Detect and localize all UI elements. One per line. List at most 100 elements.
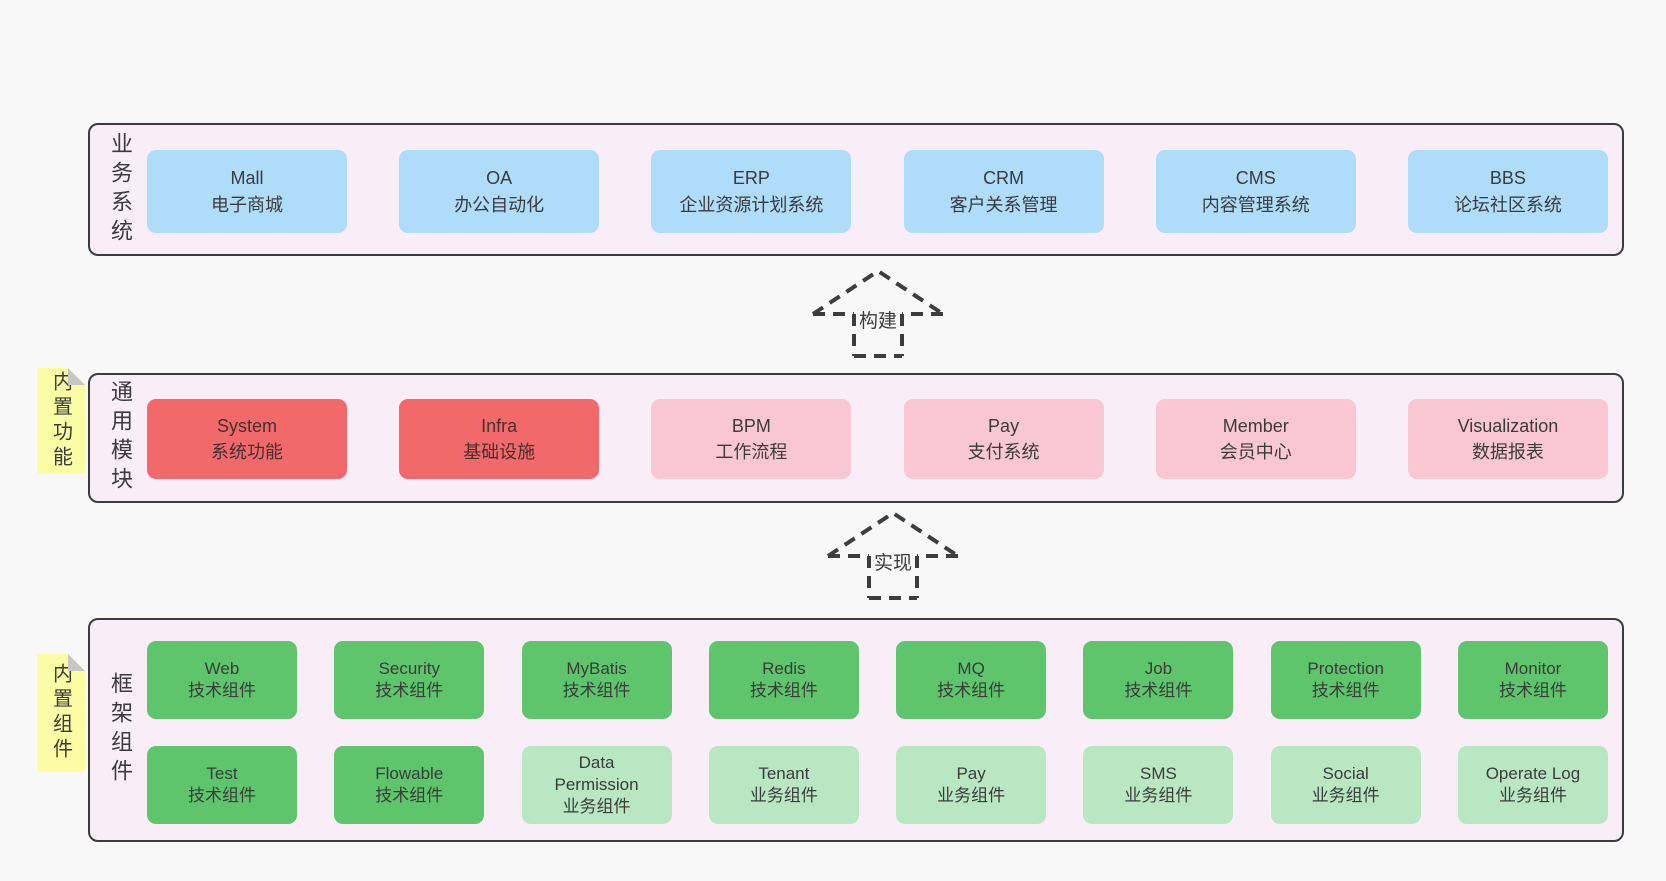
box-title: CMS [1235, 168, 1276, 189]
sticky-note-text: 内置功能 [49, 371, 72, 471]
box-title: Data Permission [554, 753, 639, 795]
box-erp: ERP 企业资源计划系统 [651, 150, 852, 233]
up-arrow-dashed-icon [826, 510, 960, 600]
box-subtitle: 业务组件 [1124, 786, 1193, 805]
box-bpm: BPM 工作流程 [651, 399, 852, 479]
box-title: Social [1322, 764, 1369, 784]
box-security: Security 技术组件 [334, 641, 485, 719]
box-title: Infra [481, 415, 518, 436]
box-subtitle: 技术组件 [188, 786, 256, 805]
box-subtitle: 电子商城 [211, 194, 283, 215]
box-title: Protection [1307, 659, 1384, 679]
band-framework-components: 框架组件 Web 技术组件 Security 技术组件 MyBatis 技术组件… [88, 618, 1624, 842]
box-job: Job 技术组件 [1083, 641, 1234, 719]
box-cms: CMS 内容管理系统 [1155, 150, 1356, 233]
box-subtitle: 系统功能 [211, 442, 283, 462]
box-subtitle: 技术组件 [375, 681, 444, 700]
box-subtitle: 企业资源计划系统 [679, 194, 824, 215]
box-title: MQ [957, 659, 985, 679]
box-subtitle: 内容管理系统 [1201, 194, 1310, 215]
box-system: System 系统功能 [147, 399, 347, 479]
box-subtitle: 技术组件 [562, 681, 631, 700]
box-title: ERP [732, 168, 770, 189]
box-title: Tenant [758, 764, 810, 784]
box-title: Web [204, 659, 240, 679]
box-title: Pay [988, 415, 1020, 436]
box-subtitle: 数据报表 [1471, 442, 1544, 462]
box-subtitle: 论坛社区系统 [1453, 194, 1562, 215]
box-title: Mall [230, 168, 264, 189]
band-common-modules: 通用模块 System 系统功能 Infra 基础设施 BPM 工作流程 Pay… [88, 373, 1624, 503]
box-test: Test 技术组件 [147, 746, 297, 824]
box-data-permission: Data Permission 业务组件 [521, 746, 672, 824]
box-monitor: Monitor 技术组件 [1457, 641, 1608, 719]
box-operate-log: Operate Log 业务组件 [1457, 746, 1608, 824]
box-subtitle: 技术组件 [1498, 681, 1567, 700]
band-label-common-modules: 通用模块 [108, 380, 133, 496]
box-subtitle: 支付系统 [967, 442, 1040, 462]
box-subtitle: 基础设施 [463, 442, 536, 462]
box-visualization: Visualization 数据报表 [1407, 399, 1608, 479]
box-title: BPM [731, 415, 771, 436]
box-pay-system: Pay 支付系统 [903, 399, 1104, 479]
box-title: Pay [956, 764, 986, 784]
box-web: Web 技术组件 [147, 641, 297, 719]
sticky-note-built-in-features: 内置功能 [37, 368, 85, 474]
box-title: OA [486, 168, 513, 189]
box-oa: OA 办公自动化 [399, 150, 600, 233]
box-subtitle: 办公自动化 [454, 194, 545, 215]
box-social: Social 业务组件 [1270, 746, 1421, 824]
box-title: Monitor [1504, 659, 1562, 679]
sticky-note-text: 内置组件 [49, 663, 72, 763]
box-crm: CRM 客户关系管理 [903, 150, 1104, 233]
band1-row: Mall 电子商城 OA 办公自动化 ERP 企业资源计划系统 CRM 客户关系… [147, 150, 1608, 233]
box-mall: Mall 电子商城 [147, 150, 347, 233]
box-title: Member [1222, 415, 1289, 436]
sticky-note-built-in-components: 内置组件 [37, 654, 85, 772]
box-mq: MQ 技术组件 [896, 641, 1047, 719]
box-subtitle: 业务组件 [749, 786, 818, 805]
box-subtitle: 技术组件 [188, 681, 256, 700]
box-title: Security [378, 659, 440, 679]
box-sms: SMS 业务组件 [1083, 746, 1234, 824]
box-title: MyBatis [566, 659, 627, 679]
box-subtitle: 业务组件 [937, 786, 1006, 805]
box-title: BBS [1489, 168, 1526, 189]
arrow-build-label: 构建 [856, 306, 900, 333]
box-subtitle: 业务组件 [562, 796, 631, 816]
box-tenant: Tenant 业务组件 [708, 746, 859, 824]
band3-row-1: Web 技术组件 Security 技术组件 MyBatis 技术组件 Redi… [147, 641, 1608, 719]
box-subtitle: 客户关系管理 [949, 194, 1058, 215]
box-subtitle: 工作流程 [715, 442, 788, 462]
box-title: System [216, 415, 277, 436]
box-title: Flowable [375, 764, 444, 784]
box-bbs: BBS 论坛社区系统 [1407, 150, 1608, 233]
box-subtitle: 业务组件 [1498, 786, 1567, 805]
box-subtitle: 技术组件 [749, 681, 818, 700]
box-title: Job [1144, 659, 1173, 679]
arrow-build: 构建 [807, 264, 949, 360]
band3-row-2: Test 技术组件 Flowable 技术组件 Data Permission … [147, 746, 1608, 824]
arrow-implement: 实现 [822, 506, 964, 602]
box-flowable: Flowable 技术组件 [334, 746, 485, 824]
box-member: Member 会员中心 [1155, 399, 1356, 479]
box-title: Test [206, 764, 238, 784]
box-redis: Redis 技术组件 [708, 641, 859, 719]
box-title: Visualization [1457, 415, 1559, 436]
band-business-systems: 业务系统 Mall 电子商城 OA 办公自动化 ERP 企业资源计划系统 CRM… [88, 123, 1624, 256]
box-mybatis: MyBatis 技术组件 [521, 641, 672, 719]
box-pay-component: Pay 业务组件 [896, 746, 1047, 824]
up-arrow-dashed-icon [811, 268, 945, 358]
box-subtitle: 技术组件 [375, 786, 444, 805]
box-protection: Protection 技术组件 [1270, 641, 1421, 719]
arrow-implement-label: 实现 [871, 548, 915, 575]
box-subtitle: 业务组件 [1311, 786, 1380, 805]
box-title: Operate Log [1485, 764, 1581, 784]
box-subtitle: 会员中心 [1219, 442, 1292, 462]
box-subtitle: 技术组件 [1124, 681, 1193, 700]
box-infra: Infra 基础设施 [399, 399, 600, 479]
box-subtitle: 技术组件 [1311, 681, 1380, 700]
box-subtitle: 技术组件 [937, 681, 1006, 700]
box-title: CRM [983, 168, 1025, 189]
band-label-framework-components: 框架组件 [108, 672, 133, 788]
